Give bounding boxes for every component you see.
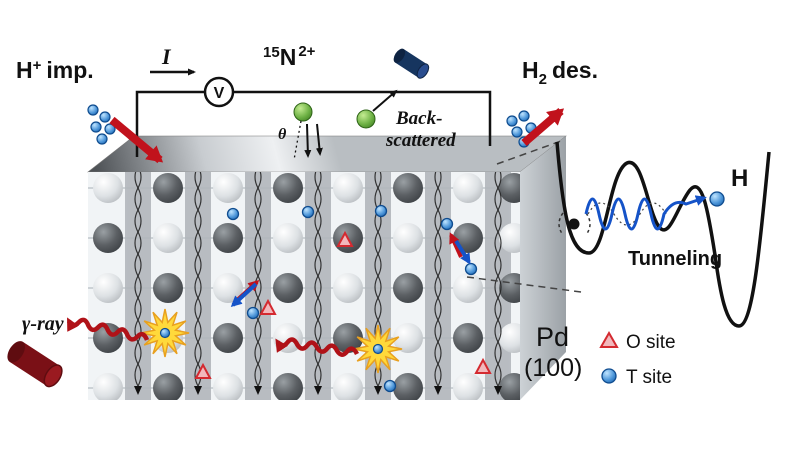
h-implantation-label: H+imp. [16,57,94,83]
nitrogen-ion [293,102,313,122]
hydrogen-jump-arrows-left [230,279,260,308]
hydrogen-label: H [731,165,748,192]
backscattered-nitrogen-ion [356,109,376,129]
trapped-hydrogen-dot [568,218,580,230]
particle-detector-cylinder [393,48,430,79]
backscattered-label-line2: scattered [385,130,456,151]
h-implantation: H+imp. [16,57,164,164]
vibration-dashes [558,212,591,236]
gamma-ray-label: γ-ray [22,313,64,335]
t-site-markers [226,204,478,393]
implantation-arrow [109,116,164,164]
pd-crystal-block [68,135,567,400]
gamma-detector-cylinder [7,341,63,388]
o-site-legend-label: O site [626,332,676,353]
crystal-side-face [520,136,566,400]
tunneling-label: Tunneling [628,248,722,270]
tunneling-wavefunction [584,195,707,231]
hydrogen-jump-arrows-right [449,232,471,265]
plane-label: (100) [524,354,582,382]
potential-energy-curve [555,141,771,328]
o-site-legend-icon [599,330,619,348]
backscattered-ion: Back- scattered [356,89,456,151]
voltmeter-icon [203,76,235,108]
o-site-markers [194,230,492,379]
measurement-circuit: V I [135,44,492,157]
t-site-legend-label: T site [626,367,672,388]
tunneling-potential-inset: H Tunneling [555,141,771,328]
backscattered-label-line1: Back- [395,108,442,129]
desorption-arrow [521,107,565,147]
pd-lattice-spheres [93,173,520,400]
t-site-legend-icon [601,368,617,384]
material-label: Pd [536,322,569,352]
voltmeter-label: V [214,85,225,102]
tunneled-hydrogen-dot [709,191,725,207]
current-label: I [161,44,172,69]
legend: Pd (100) O site T site [524,322,676,388]
crystal-top-surface [87,135,567,173]
hydrogen-ion-dots [87,104,116,145]
theta-label: θ [278,126,287,143]
